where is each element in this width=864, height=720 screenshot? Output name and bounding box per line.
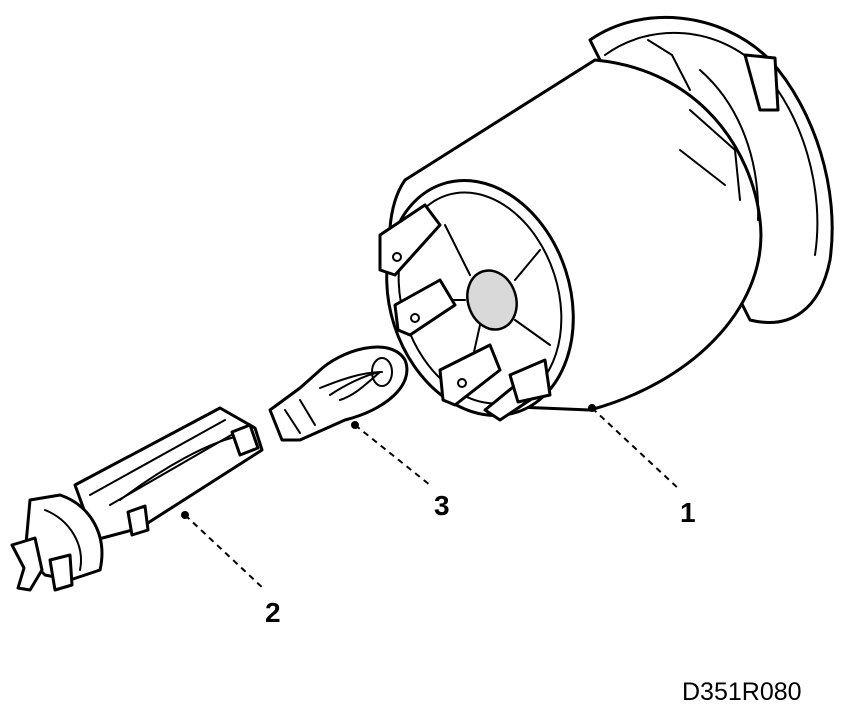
leader-dot-3	[351, 421, 359, 429]
leader-line-3	[354, 424, 431, 486]
lamp-holder-housing	[378, 16, 834, 422]
leader-line-2	[184, 514, 266, 591]
bulb-holder	[10, 406, 264, 592]
callout-3: 3	[434, 490, 450, 521]
wedge-bulb	[268, 345, 409, 442]
callout-2: 2	[265, 597, 281, 628]
leader-dot-2	[181, 511, 189, 519]
leader-line-1	[591, 407, 681, 491]
figure-reference-code: D351R080	[682, 678, 802, 706]
leader-dot-1	[588, 404, 596, 412]
callout-1: 1	[680, 497, 696, 528]
